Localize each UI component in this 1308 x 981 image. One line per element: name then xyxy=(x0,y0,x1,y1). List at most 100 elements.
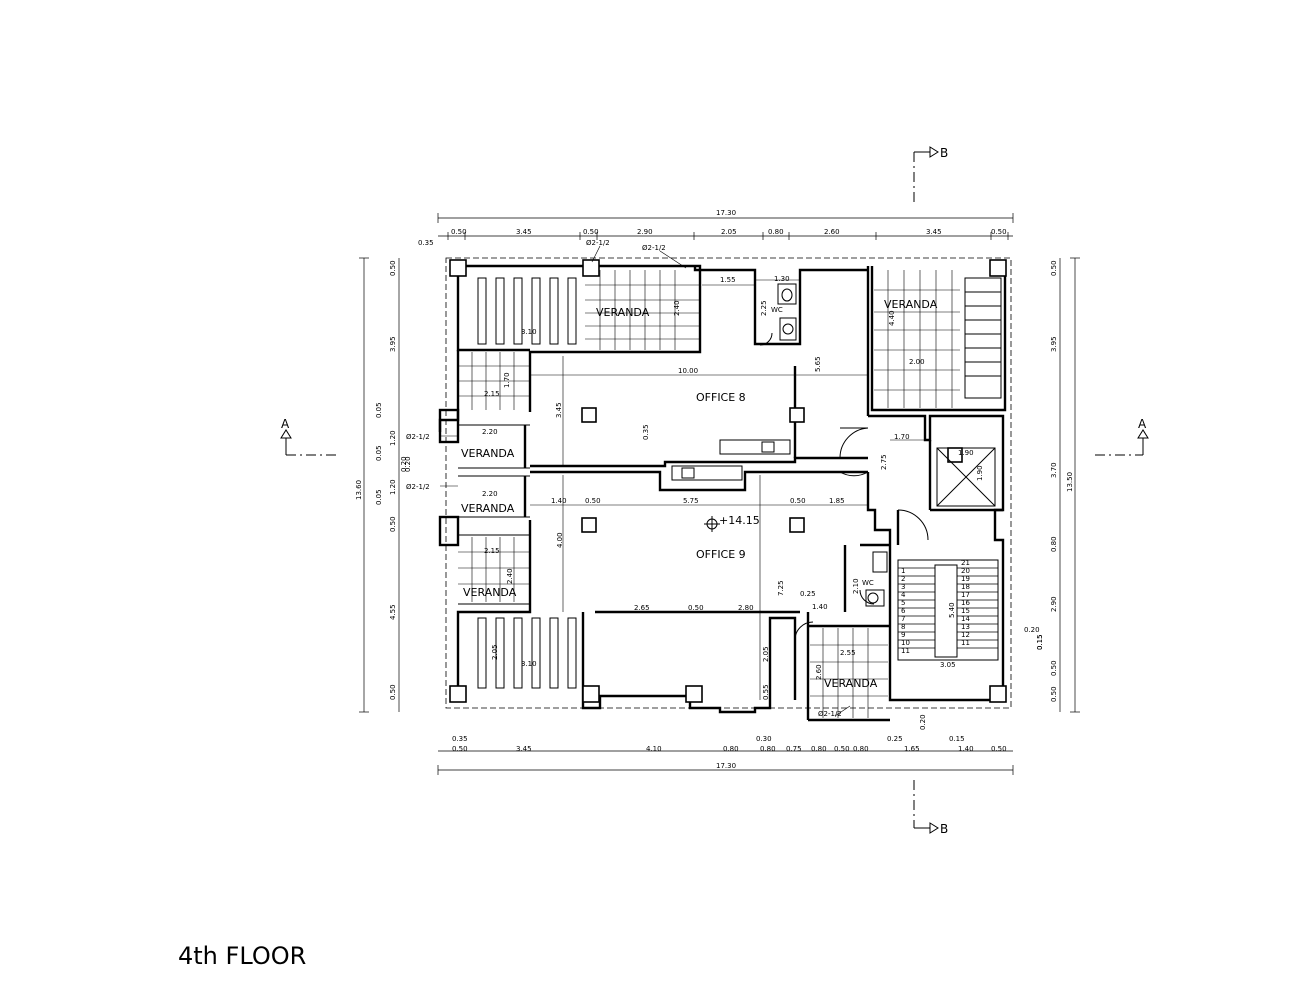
dim-inner-1: 1.55 xyxy=(720,276,736,284)
dim-inner-18: 5.75 xyxy=(683,497,699,505)
veranda-top-left-label: VERANDA xyxy=(596,306,650,319)
office-8-label: OFFICE 8 xyxy=(696,391,746,404)
dim-bottom-upper-4: 0.15 xyxy=(949,735,965,743)
dim-inner-39: 1.90 xyxy=(958,449,974,457)
dim-inner-22: 2.15 xyxy=(484,547,500,555)
inner-dimension-lines xyxy=(530,279,930,700)
structural-columns xyxy=(449,259,1007,703)
svg-text:20: 20 xyxy=(961,567,970,575)
dim-inner-42: 3.05 xyxy=(940,661,956,669)
dim-left-4: 1.20 xyxy=(389,430,397,446)
svg-text:4: 4 xyxy=(901,591,906,599)
dim-inner-17: 0.50 xyxy=(585,497,601,505)
dim-top-7: 2.60 xyxy=(824,228,840,236)
dim-inner-20: 1.85 xyxy=(829,497,845,505)
svg-text:11: 11 xyxy=(961,639,970,647)
dim-left-7: 0.05 xyxy=(375,489,383,505)
level-mark-label: +14.15 xyxy=(719,514,760,527)
dim-inner-16: 1.40 xyxy=(551,497,567,505)
right-dimension-lines xyxy=(1059,257,1080,713)
dim-inner-4: 3.10 xyxy=(521,328,537,336)
dim-inner-34: 0.55 xyxy=(762,684,770,700)
roof-outline xyxy=(445,257,1012,709)
dim-bottom-12: 0.50 xyxy=(991,745,1007,753)
dim-inner-23: 2.40 xyxy=(506,568,514,584)
svg-text:13: 13 xyxy=(961,623,970,631)
dim-inner-7: 4.40 xyxy=(888,310,896,326)
dim-inner-44: 0.20 xyxy=(404,456,412,472)
dim-right-2: 3.95 xyxy=(1050,336,1058,352)
section-b-bottom-label: B xyxy=(940,822,948,836)
dim-inner-14: 2.20 xyxy=(482,428,498,436)
section-line-a-left xyxy=(280,429,338,456)
bottom-dimension-lines xyxy=(437,750,1014,775)
section-line-b-bottom xyxy=(913,780,939,834)
svg-text:8: 8 xyxy=(901,623,905,631)
dim-top-1: 0.50 xyxy=(451,228,467,236)
dim-inner-30: 1.40 xyxy=(812,603,828,611)
svg-text:9: 9 xyxy=(901,631,905,639)
dim-bottom-upper-1: 0.35 xyxy=(452,735,468,743)
dim-bottom-upper-2: 0.30 xyxy=(756,735,772,743)
dim-top-5: 2.05 xyxy=(721,228,737,236)
dim-top-8: 3.45 xyxy=(926,228,942,236)
section-a-right-label: A xyxy=(1138,417,1147,431)
svg-text:3: 3 xyxy=(901,583,905,591)
dim-bottom-6: 0.75 xyxy=(786,745,802,753)
pipe-leaders xyxy=(440,245,851,717)
dim-inner-40: 1.90 xyxy=(976,465,984,481)
dim-inner-31: 7.25 xyxy=(777,580,785,596)
dim-left-2: 3.95 xyxy=(389,336,397,352)
svg-text:14: 14 xyxy=(961,615,970,623)
dim-inner-19: 0.50 xyxy=(790,497,806,505)
left-dimension-lines xyxy=(359,257,400,713)
left-total-dimension: 13.60 xyxy=(355,480,363,500)
dim-bottom-upper-3: 0.25 xyxy=(887,735,903,743)
dim-left-extra: 0.20 xyxy=(400,456,408,472)
svg-text:18: 18 xyxy=(961,583,970,591)
dim-right-5: 2.90 xyxy=(1050,596,1058,612)
kitchenettes xyxy=(671,439,791,481)
louvre-strips xyxy=(477,277,1002,689)
left-verandas xyxy=(438,408,530,605)
svg-text:7: 7 xyxy=(901,615,905,623)
dim-top-6: 0.80 xyxy=(768,228,784,236)
veranda-left-2-label: VERANDA xyxy=(461,502,515,515)
dim-inner-27: 0.50 xyxy=(688,604,704,612)
section-line-a-right xyxy=(1095,429,1149,456)
svg-text:10: 10 xyxy=(901,639,910,647)
staircase xyxy=(897,559,999,661)
pipe-label-5: Ø2-1/2 xyxy=(818,710,842,718)
floor-title: 4th FLOOR xyxy=(178,942,306,970)
top-total-dimension: 17.30 xyxy=(716,209,736,217)
wc-office-9-label: WC xyxy=(862,579,874,587)
svg-text:5: 5 xyxy=(901,599,905,607)
section-a-left-label: A xyxy=(281,417,290,431)
veranda-top-right-label: VERANDA xyxy=(884,298,938,311)
dim-inner-2: 1.30 xyxy=(774,275,790,283)
dim-inner-9: 5.65 xyxy=(814,356,822,372)
wc-office-8-label: WC xyxy=(771,306,783,314)
building-walls xyxy=(438,264,1007,722)
dim-bottom-3: 4.10 xyxy=(646,745,662,753)
dim-inner-5: 2.40 xyxy=(673,300,681,316)
veranda-left-3-label: VERANDA xyxy=(463,586,517,599)
dim-inner-3: 2.25 xyxy=(760,300,768,316)
dim-top-4: 2.90 xyxy=(637,228,653,236)
section-line-b-top xyxy=(913,146,939,205)
dim-bottom-1: 0.50 xyxy=(452,745,468,753)
dim-inner-13: 1.70 xyxy=(503,372,511,388)
dim-inner-45: 0.15 xyxy=(1036,634,1044,650)
dim-inner-15: 2.20 xyxy=(482,490,498,498)
wc-fixtures xyxy=(777,283,888,607)
veranda-tiling xyxy=(458,270,960,718)
svg-text:15: 15 xyxy=(961,607,970,615)
elevator-shaft xyxy=(936,447,996,507)
dim-bottom-5: 0.80 xyxy=(760,745,776,753)
svg-text:16: 16 xyxy=(961,599,970,607)
dim-top-2: 3.45 xyxy=(516,228,532,236)
dim-bottom-7: 0.80 xyxy=(811,745,827,753)
door-swings xyxy=(759,332,929,641)
dim-inner-35: 2.60 xyxy=(815,664,823,680)
